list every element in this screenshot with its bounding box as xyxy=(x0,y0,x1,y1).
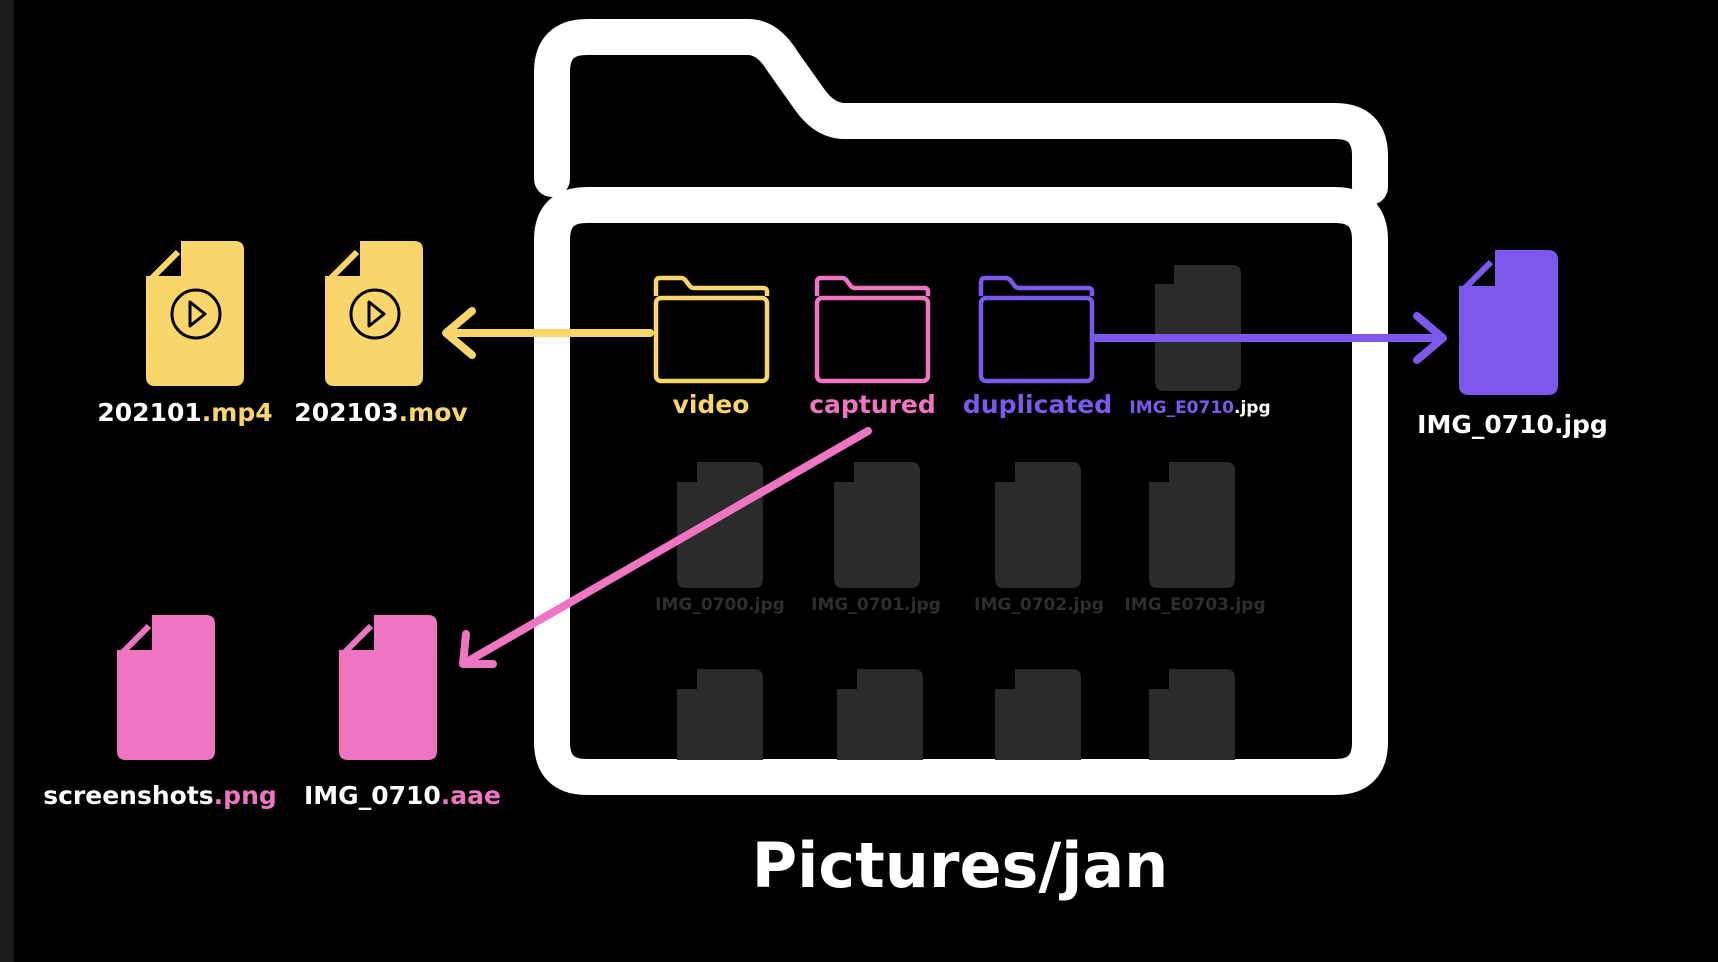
video-folder-icon xyxy=(653,275,770,384)
video-file-icon xyxy=(146,241,244,386)
dim-file-label: IMG_0702.jpg xyxy=(974,595,1104,615)
pictures-folder-back xyxy=(534,19,1388,205)
duplicated-folder-label: duplicated xyxy=(962,390,1113,419)
inside-file-name: IMG_E0710 xyxy=(1129,398,1234,418)
video-file-label: 202103.mov xyxy=(286,400,476,425)
captured-folder-label: captured xyxy=(809,390,936,419)
duplicated-folder-icon xyxy=(978,275,1095,384)
captured-file-ext: .aae xyxy=(440,781,501,810)
dim-file-notches xyxy=(677,265,1174,689)
inside-file-ext: .jpg xyxy=(1234,398,1271,418)
duplicated-file-label: IMG_0710.jpg xyxy=(1417,410,1608,439)
dim-file-icon xyxy=(837,669,923,760)
play-icon xyxy=(170,288,222,340)
pictures-folder xyxy=(534,19,1388,795)
video-file-ext: .mov xyxy=(398,398,468,427)
captured-file-name: IMG_0710 xyxy=(304,781,441,810)
captured-file-label: IMG_0710.aae xyxy=(290,783,515,808)
video-file-icon xyxy=(325,241,423,386)
captured-file-label: screenshots.png xyxy=(35,783,285,808)
dim-file-icon xyxy=(834,462,920,588)
captured-folder-icon xyxy=(814,275,931,384)
left-edge-strip xyxy=(0,0,14,962)
dim-file-label: IMG_0701.jpg xyxy=(811,595,941,615)
video-arrow xyxy=(442,307,654,359)
page-title: Pictures/jan xyxy=(751,829,1169,902)
dim-file-icon xyxy=(1155,265,1241,391)
video-folder-label: video xyxy=(672,390,750,419)
video-file-label: 202101.mp4 xyxy=(90,400,280,425)
dim-file-label: IMG_0700.jpg xyxy=(655,595,785,615)
captured-file-icon xyxy=(117,615,215,760)
duplicated-file-icon xyxy=(1459,250,1558,395)
video-file-name: 202103 xyxy=(294,398,399,427)
dim-file-icon xyxy=(1149,462,1235,588)
pictures-folder-front xyxy=(534,187,1388,795)
dim-file-icon xyxy=(995,462,1081,588)
captured-file-name: screenshots xyxy=(43,781,214,810)
dim-file-icon xyxy=(1149,669,1235,760)
inside-file-label: IMG_E0710.jpg xyxy=(1125,400,1275,417)
captured-file-ext: .png xyxy=(213,781,277,810)
video-file-name: 202101 xyxy=(97,398,202,427)
dim-file-icon xyxy=(995,669,1081,760)
dim-file-icon xyxy=(677,669,763,760)
video-file-ext: .mp4 xyxy=(201,398,273,427)
dim-file-icon xyxy=(677,462,763,588)
captured-arrow xyxy=(459,427,872,668)
captured-file-icon xyxy=(339,615,437,760)
duplicated-arrow xyxy=(1091,312,1447,364)
dim-file-label: IMG_E0703.jpg xyxy=(1124,595,1266,615)
play-icon xyxy=(349,288,401,340)
